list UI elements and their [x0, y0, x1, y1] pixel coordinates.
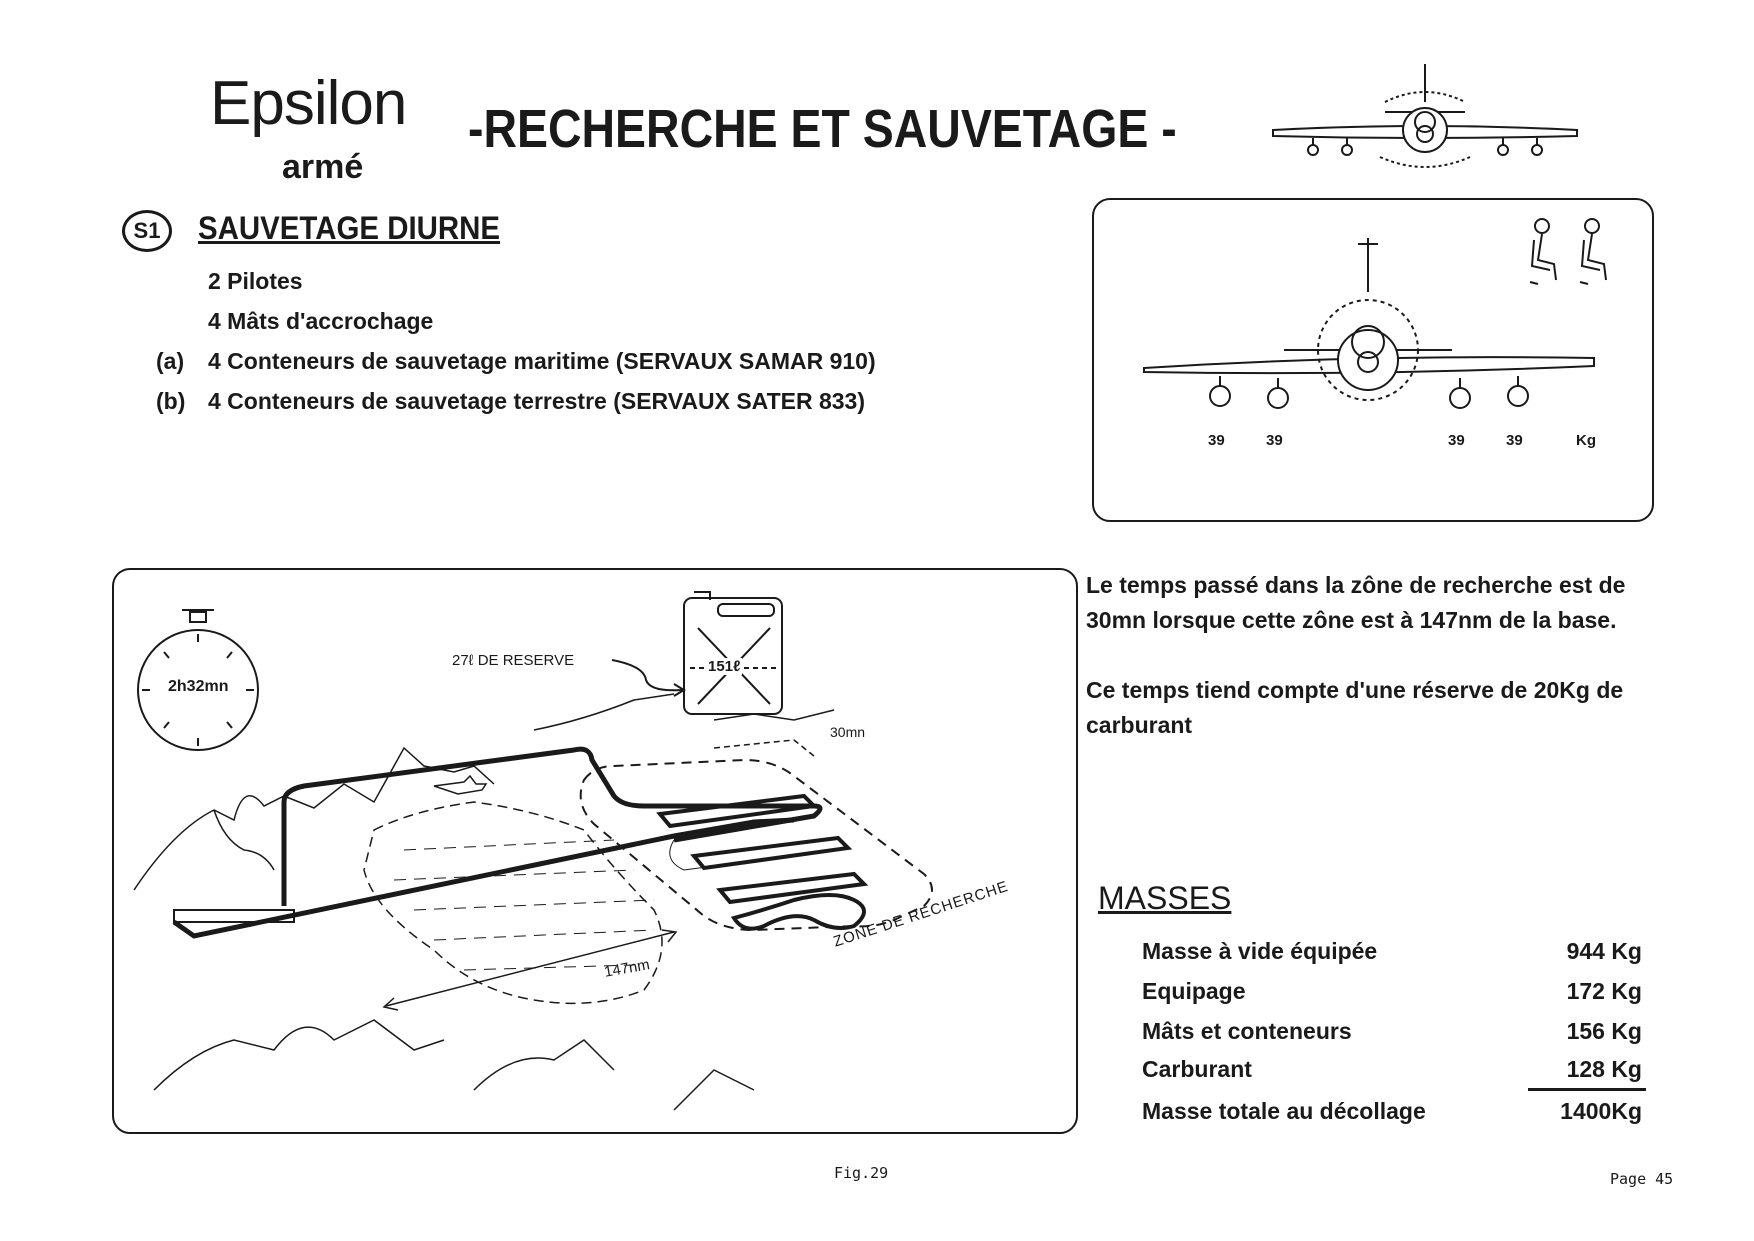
figure-number: Fig.29 [834, 1164, 889, 1182]
stopwatch-icon [137, 609, 259, 751]
sum-divider [1528, 1088, 1646, 1091]
description-paragraph: Ce temps tiend compte d'une réserve de 2… [1086, 677, 1624, 738]
mission-profile-figure: 2h32mn 27ℓ DE RESERVE 151ℓ 30mn 147nm ZO… [112, 568, 1078, 1134]
list-marker: (b) [156, 388, 186, 414]
list-marker: (a) [156, 348, 185, 374]
section-title: SAUVETAGE DIURNE [198, 210, 501, 246]
zone-duration-label: 30mn [830, 724, 866, 740]
weight-unit-label: Kg [1576, 432, 1596, 449]
mass-label: Mâts et conteneurs [1142, 1018, 1352, 1044]
weight-label: 39 [1506, 432, 1523, 449]
aircraft-front-icon [1272, 64, 1578, 168]
aircraft-front-view-icon [1143, 218, 1607, 409]
page-title: -RECHERCHE ET SAUVETAGE - [468, 99, 1177, 159]
tank-capacity-label: 151ℓ [706, 658, 743, 675]
mission-map-diagram [133, 591, 933, 1111]
weight-label: 39 [1448, 432, 1465, 449]
mass-label: Carburant [1142, 1056, 1252, 1082]
pilot-icon [1529, 218, 1557, 285]
mass-label: Equipage [1142, 978, 1246, 1004]
list-item: 2 Pilotes [208, 268, 303, 294]
masses-title: MASSES [1098, 880, 1232, 916]
mass-value: 944 Kg [1566, 938, 1642, 964]
pilot-icon [1579, 218, 1607, 285]
logo-epsilon: Epsilon [210, 69, 407, 138]
aircraft-top-icon [433, 774, 488, 795]
mass-value: 156 Kg [1566, 1018, 1642, 1044]
fuel-can-icon [683, 591, 783, 715]
weight-label: 39 [1266, 432, 1283, 449]
list-item: 4 Mâts d'accrochage [208, 308, 434, 334]
description-paragraph: Le temps passé dans la zône de recherche… [1086, 572, 1626, 633]
list-item: (b)4 Conteneurs de sauvetage terrestre (… [156, 388, 866, 414]
mass-value: 172 Kg [1566, 978, 1642, 1004]
mass-total-value: 1400Kg [1560, 1098, 1642, 1124]
weight-label: 39 [1208, 432, 1225, 449]
flight-time-label: 2h32mn [166, 678, 231, 696]
aircraft-loadout-figure: 39 39 39 39 Kg [1092, 198, 1654, 522]
logo-subtitle: armé [282, 148, 364, 186]
mass-value: 128 Kg [1566, 1056, 1642, 1082]
mass-label: Masse à vide équipée [1142, 938, 1378, 964]
reserve-label: 27ℓ DE RESERVE [452, 652, 575, 669]
mass-total-label: Masse totale au décollage [1142, 1098, 1426, 1124]
section-badge: S1 [122, 210, 172, 252]
page-number: Page 45 [1610, 1170, 1674, 1188]
list-item: (a)4 Conteneurs de sauvetage maritime (S… [156, 348, 876, 374]
